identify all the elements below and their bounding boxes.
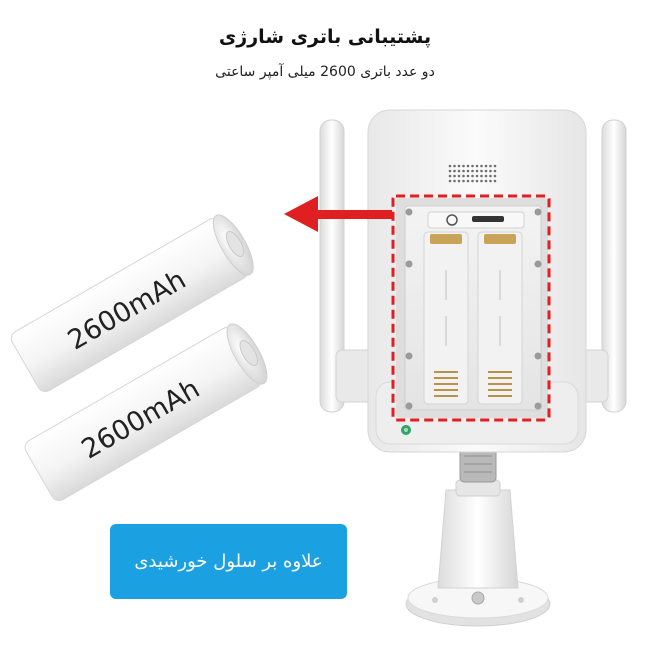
speaker-hole bbox=[466, 179, 470, 183]
speaker-hole bbox=[457, 164, 461, 168]
product-subtitle: دو عدد باتری 2600 میلی آمپر ساعتی bbox=[215, 64, 435, 80]
speaker-hole bbox=[453, 179, 456, 183]
speaker-hole bbox=[475, 179, 479, 183]
speaker-hole bbox=[448, 174, 452, 178]
solar-callout-badge: علاوه بر سلول خورشیدی bbox=[110, 524, 347, 599]
speaker-hole bbox=[471, 169, 474, 173]
speaker-hole bbox=[453, 164, 456, 168]
speaker-hole bbox=[462, 169, 465, 173]
speaker-hole bbox=[475, 174, 479, 178]
battery-compartment bbox=[396, 198, 548, 418]
speaker-hole bbox=[466, 169, 470, 173]
speaker-hole bbox=[475, 169, 479, 173]
speaker-hole bbox=[462, 164, 465, 168]
battery-highlight-frame bbox=[391, 194, 551, 422]
speaker-hole bbox=[484, 179, 488, 183]
product-title: پشتیبانی باتری شارژی bbox=[218, 26, 432, 48]
speaker-hole bbox=[448, 164, 452, 168]
speaker-hole bbox=[480, 174, 483, 178]
speaker-hole bbox=[448, 169, 452, 173]
speaker-hole bbox=[480, 179, 483, 183]
speaker-hole bbox=[480, 164, 483, 168]
speaker-hole bbox=[462, 174, 465, 178]
antenna-left bbox=[319, 119, 377, 413]
speaker-hole bbox=[466, 174, 470, 178]
speaker-hole bbox=[489, 179, 492, 183]
camera-mount bbox=[405, 447, 551, 627]
speaker-hole bbox=[493, 164, 497, 168]
speaker-hole bbox=[475, 164, 479, 168]
speaker-hole bbox=[462, 179, 465, 183]
speaker-hole bbox=[489, 169, 492, 173]
speaker-hole bbox=[471, 179, 474, 183]
speaker-hole bbox=[457, 169, 461, 173]
speaker-grille bbox=[448, 164, 497, 183]
speaker-hole bbox=[493, 169, 497, 173]
solar-callout-text: علاوه بر سلول خورشیدی bbox=[134, 551, 323, 572]
speaker-hole bbox=[448, 179, 452, 183]
speaker-hole bbox=[480, 169, 483, 173]
speaker-hole bbox=[489, 174, 492, 178]
speaker-hole bbox=[457, 179, 461, 183]
speaker-hole bbox=[484, 169, 488, 173]
speaker-hole bbox=[466, 164, 470, 168]
speaker-hole bbox=[484, 174, 488, 178]
speaker-hole bbox=[471, 164, 474, 168]
speaker-hole bbox=[493, 174, 497, 178]
speaker-hole bbox=[489, 164, 492, 168]
speaker-hole bbox=[453, 174, 456, 178]
speaker-hole bbox=[453, 169, 456, 173]
pointer-arrow bbox=[284, 196, 392, 232]
speaker-hole bbox=[471, 174, 474, 178]
speaker-hole bbox=[493, 179, 497, 183]
speaker-hole bbox=[457, 174, 461, 178]
speaker-hole bbox=[484, 164, 488, 168]
